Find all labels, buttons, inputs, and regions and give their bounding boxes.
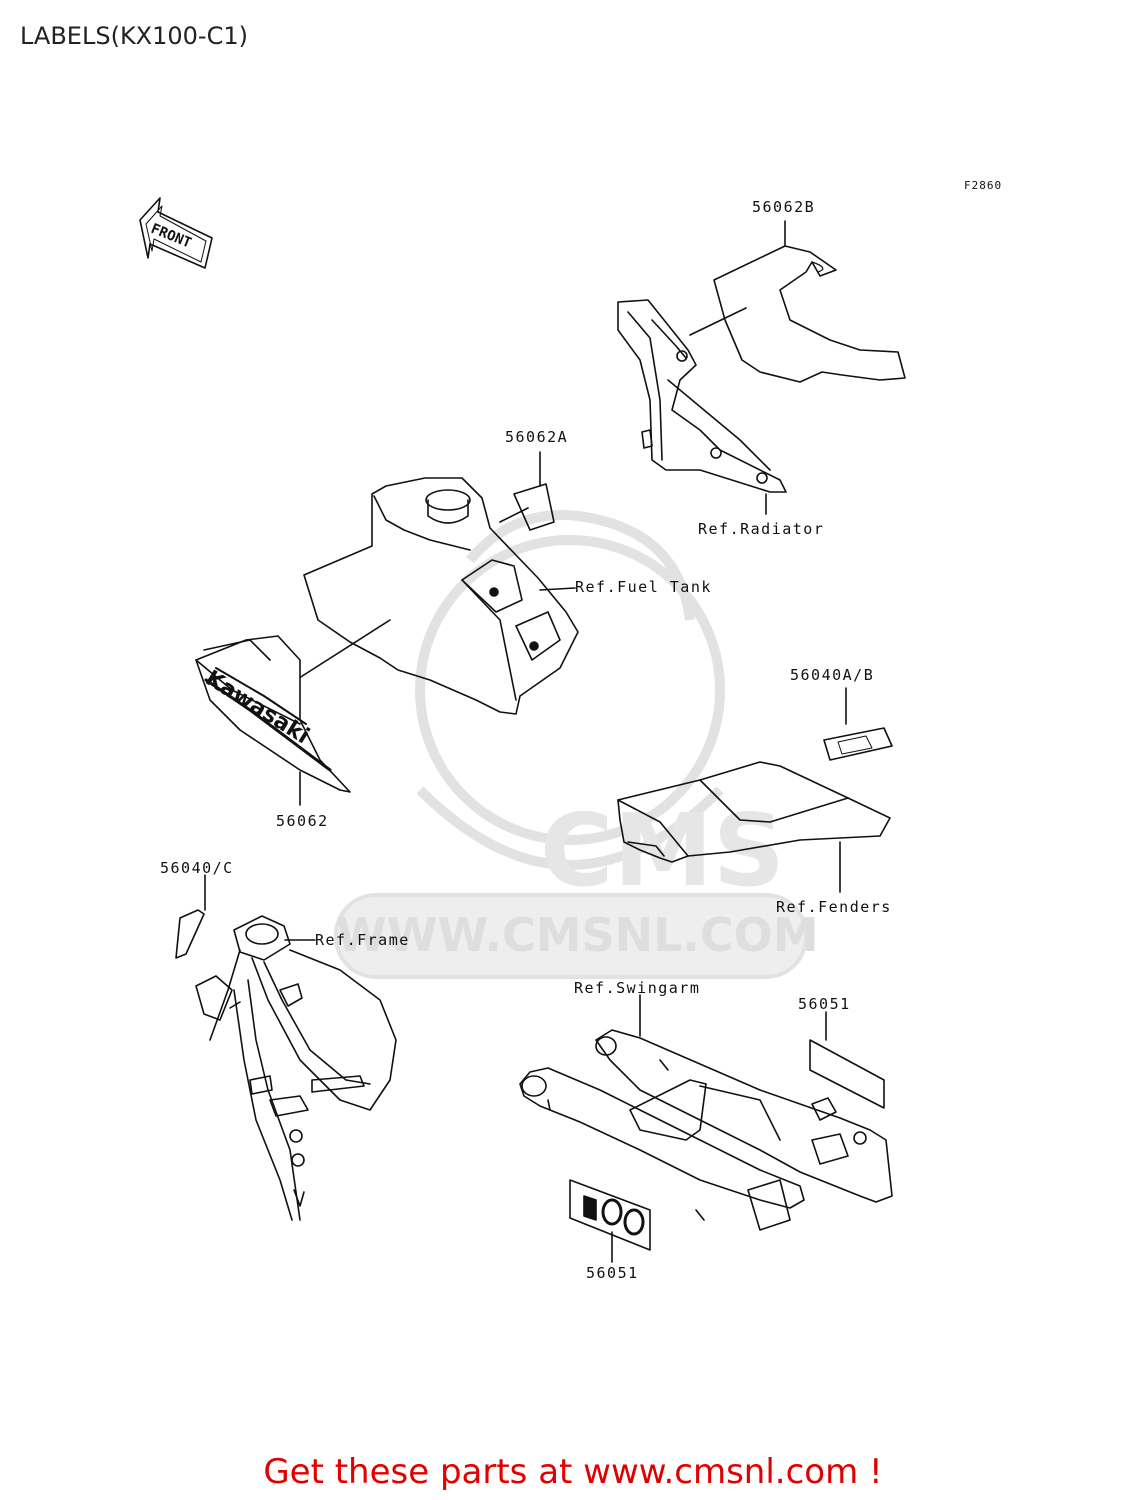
callout-ref-fenders: Ref.Fenders [776, 898, 892, 916]
callout-ref-swingarm: Ref.Swingarm [574, 979, 701, 997]
page-title: LABELS(KX100-C1) [20, 22, 248, 50]
label-56051-top-shape [809, 1039, 885, 1109]
label-56040ab-drawing [823, 727, 893, 761]
frame-drawing [195, 915, 397, 1221]
label-56062b-shape [713, 245, 906, 383]
label-56051-bottom-decal [569, 1179, 651, 1251]
callout-56062: 56062 [276, 812, 329, 830]
watermark-url: WWW.CMSNL.COM [336, 908, 819, 962]
callout-56040ab: 56040A/B [790, 666, 875, 684]
swingarm-drawing [519, 1029, 893, 1231]
callout-ref-radiator: Ref.Radiator [698, 520, 825, 538]
watermark-logo-text: CMS [540, 792, 785, 909]
callout-56051-top: 56051 [798, 995, 851, 1013]
callout-56040c: 56040/C [160, 859, 234, 877]
callout-56062a: 56062A [505, 428, 569, 446]
callout-56051-bottom: 56051 [586, 1264, 639, 1282]
radiator-shroud-drawing [617, 299, 787, 493]
callout-ref-fuel-tank: Ref.Fuel Tank [575, 578, 712, 596]
label-56040c-shape [175, 909, 205, 959]
label-56062a-shape [513, 483, 555, 531]
figure-code: F2860 [964, 179, 1003, 192]
callout-56062b: 56062B [752, 198, 816, 216]
callout-ref-frame: Ref.Frame [315, 931, 410, 949]
footer-cta-link[interactable]: Get these parts at www.cmsnl.com ! [263, 1452, 883, 1492]
rear-fender-drawing [617, 761, 891, 863]
fuel-tank-drawing [303, 477, 579, 715]
front-arrow-icon: FRONT [139, 197, 213, 269]
